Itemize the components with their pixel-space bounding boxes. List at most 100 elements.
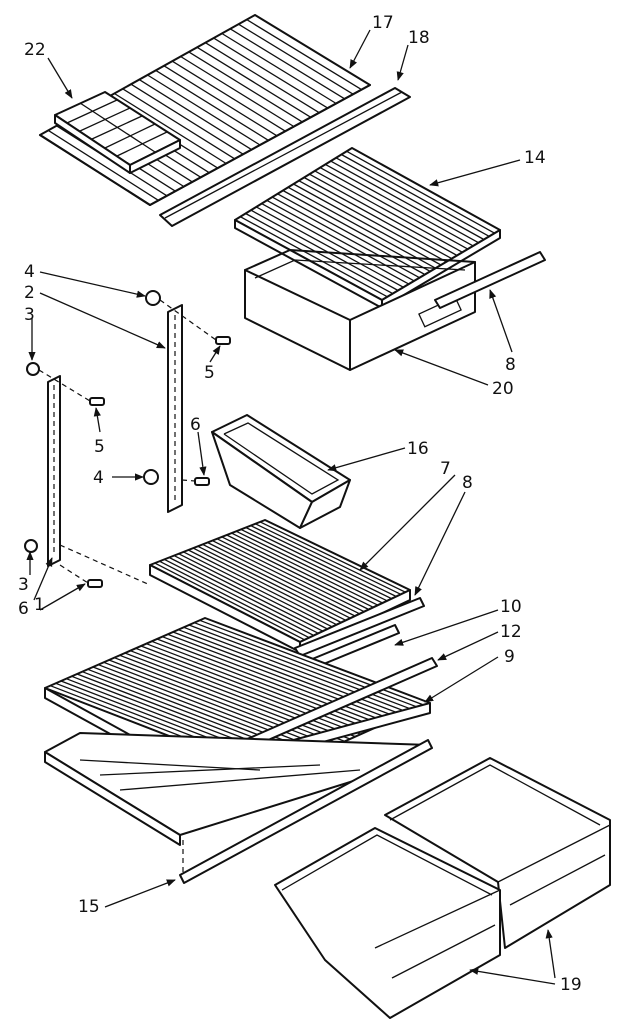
wire-rod xyxy=(231,532,379,606)
wire-rod xyxy=(155,69,269,141)
callout-7: 7 xyxy=(440,459,451,479)
wire-rod xyxy=(173,555,324,632)
middle-shelf xyxy=(149,519,411,653)
wire-rod xyxy=(325,163,474,247)
screw-6-lower xyxy=(87,579,103,588)
wire-rod xyxy=(245,526,392,600)
wire-rod xyxy=(183,626,409,714)
utility-bin xyxy=(211,414,351,529)
wire-rod xyxy=(236,530,383,604)
callout-3-upper: 3 xyxy=(24,305,35,325)
screw-5-upper xyxy=(215,336,231,345)
callout-5-lower: 5 xyxy=(94,437,105,457)
callout-6-lower: 6 xyxy=(18,599,29,619)
wire-rod xyxy=(172,631,399,719)
wire-rod xyxy=(130,650,356,738)
wire-rod xyxy=(266,199,415,282)
wire-rod xyxy=(226,534,374,608)
callout-19: 19 xyxy=(560,975,582,995)
wire-rod xyxy=(194,622,420,709)
pan-guide-rail-upper xyxy=(434,251,546,309)
callout-8-upper: 8 xyxy=(505,355,516,375)
wire-rod xyxy=(163,65,278,137)
crisper-drawer-left xyxy=(274,827,501,1019)
wire-rod xyxy=(114,657,340,745)
wire-rod xyxy=(154,562,305,641)
wire-rod xyxy=(319,167,469,250)
wire-rod xyxy=(238,23,354,95)
wire-rod xyxy=(255,523,402,595)
wire-rod xyxy=(221,32,337,105)
wire-rod xyxy=(240,528,388,602)
wire-rod xyxy=(188,51,303,123)
wire-rod xyxy=(277,193,426,276)
wire-rod xyxy=(108,659,335,747)
bushing-4-upper xyxy=(145,290,161,306)
wire-rod xyxy=(293,183,442,266)
wire-rod xyxy=(199,619,425,707)
wire-rod xyxy=(298,180,447,263)
callout-22: 22 xyxy=(24,40,46,60)
crisper-drawer-right xyxy=(384,757,611,949)
callout-20: 20 xyxy=(492,379,514,399)
wire-rod xyxy=(188,624,415,711)
wire-rod xyxy=(245,212,394,295)
callout-15: 15 xyxy=(78,897,100,917)
wire-rod xyxy=(159,560,310,639)
wire-rod xyxy=(216,538,365,613)
wire-rod xyxy=(183,551,333,628)
wire-rod xyxy=(341,153,490,237)
wire-rod xyxy=(47,129,159,201)
wire-rod xyxy=(140,645,367,733)
callout-8-lower: 8 xyxy=(462,473,473,493)
callout-10: 10 xyxy=(500,597,522,617)
wire-rod xyxy=(156,638,383,726)
shelf-ladder-left xyxy=(47,375,61,567)
wire-rod xyxy=(229,28,345,100)
callout-12: 12 xyxy=(500,622,522,642)
wire-rod xyxy=(146,643,372,731)
wire-rod xyxy=(271,196,420,279)
callout-9: 9 xyxy=(504,647,515,667)
wire-rod xyxy=(250,209,399,292)
wire-rod xyxy=(314,170,463,253)
bushing-4-lower xyxy=(143,469,159,485)
wire-rod xyxy=(212,540,360,615)
wire-rod xyxy=(164,558,315,637)
wire-rod xyxy=(103,661,329,750)
callout-3-lower: 3 xyxy=(18,575,29,595)
wire-rod xyxy=(168,556,319,634)
callout-6-upper: 6 xyxy=(190,415,201,435)
shelf-support-rail xyxy=(159,87,411,227)
wire-rod xyxy=(167,633,393,721)
wire-rod xyxy=(309,173,458,257)
bushing-3-lower xyxy=(24,539,38,553)
wire-rod xyxy=(303,176,453,260)
wire-rod xyxy=(114,92,227,165)
wire-rod xyxy=(346,150,495,234)
screw-5-lower xyxy=(89,397,105,406)
wire-rod xyxy=(196,46,312,118)
wire-rod xyxy=(330,160,479,244)
crisper-cover xyxy=(44,732,431,846)
wire-rod xyxy=(180,55,295,128)
wire-rod xyxy=(135,647,361,735)
callout-5-upper: 5 xyxy=(204,363,215,383)
wire-rod xyxy=(213,37,329,109)
wire-rod xyxy=(192,547,342,624)
callout-17: 17 xyxy=(372,13,394,33)
bushing-3-upper xyxy=(26,362,40,376)
screw-6-upper xyxy=(194,477,210,486)
wire-rod xyxy=(335,157,485,241)
wire-rod xyxy=(246,19,362,91)
wire-rod xyxy=(119,654,345,743)
wire-rod xyxy=(261,203,410,285)
wire-rod xyxy=(151,640,377,728)
callout-14: 14 xyxy=(524,148,546,168)
wire-rod xyxy=(188,549,337,626)
wire-rod xyxy=(250,525,397,598)
callout-2: 2 xyxy=(24,283,35,303)
wire-rod xyxy=(202,543,351,619)
wire-rod xyxy=(259,521,406,593)
